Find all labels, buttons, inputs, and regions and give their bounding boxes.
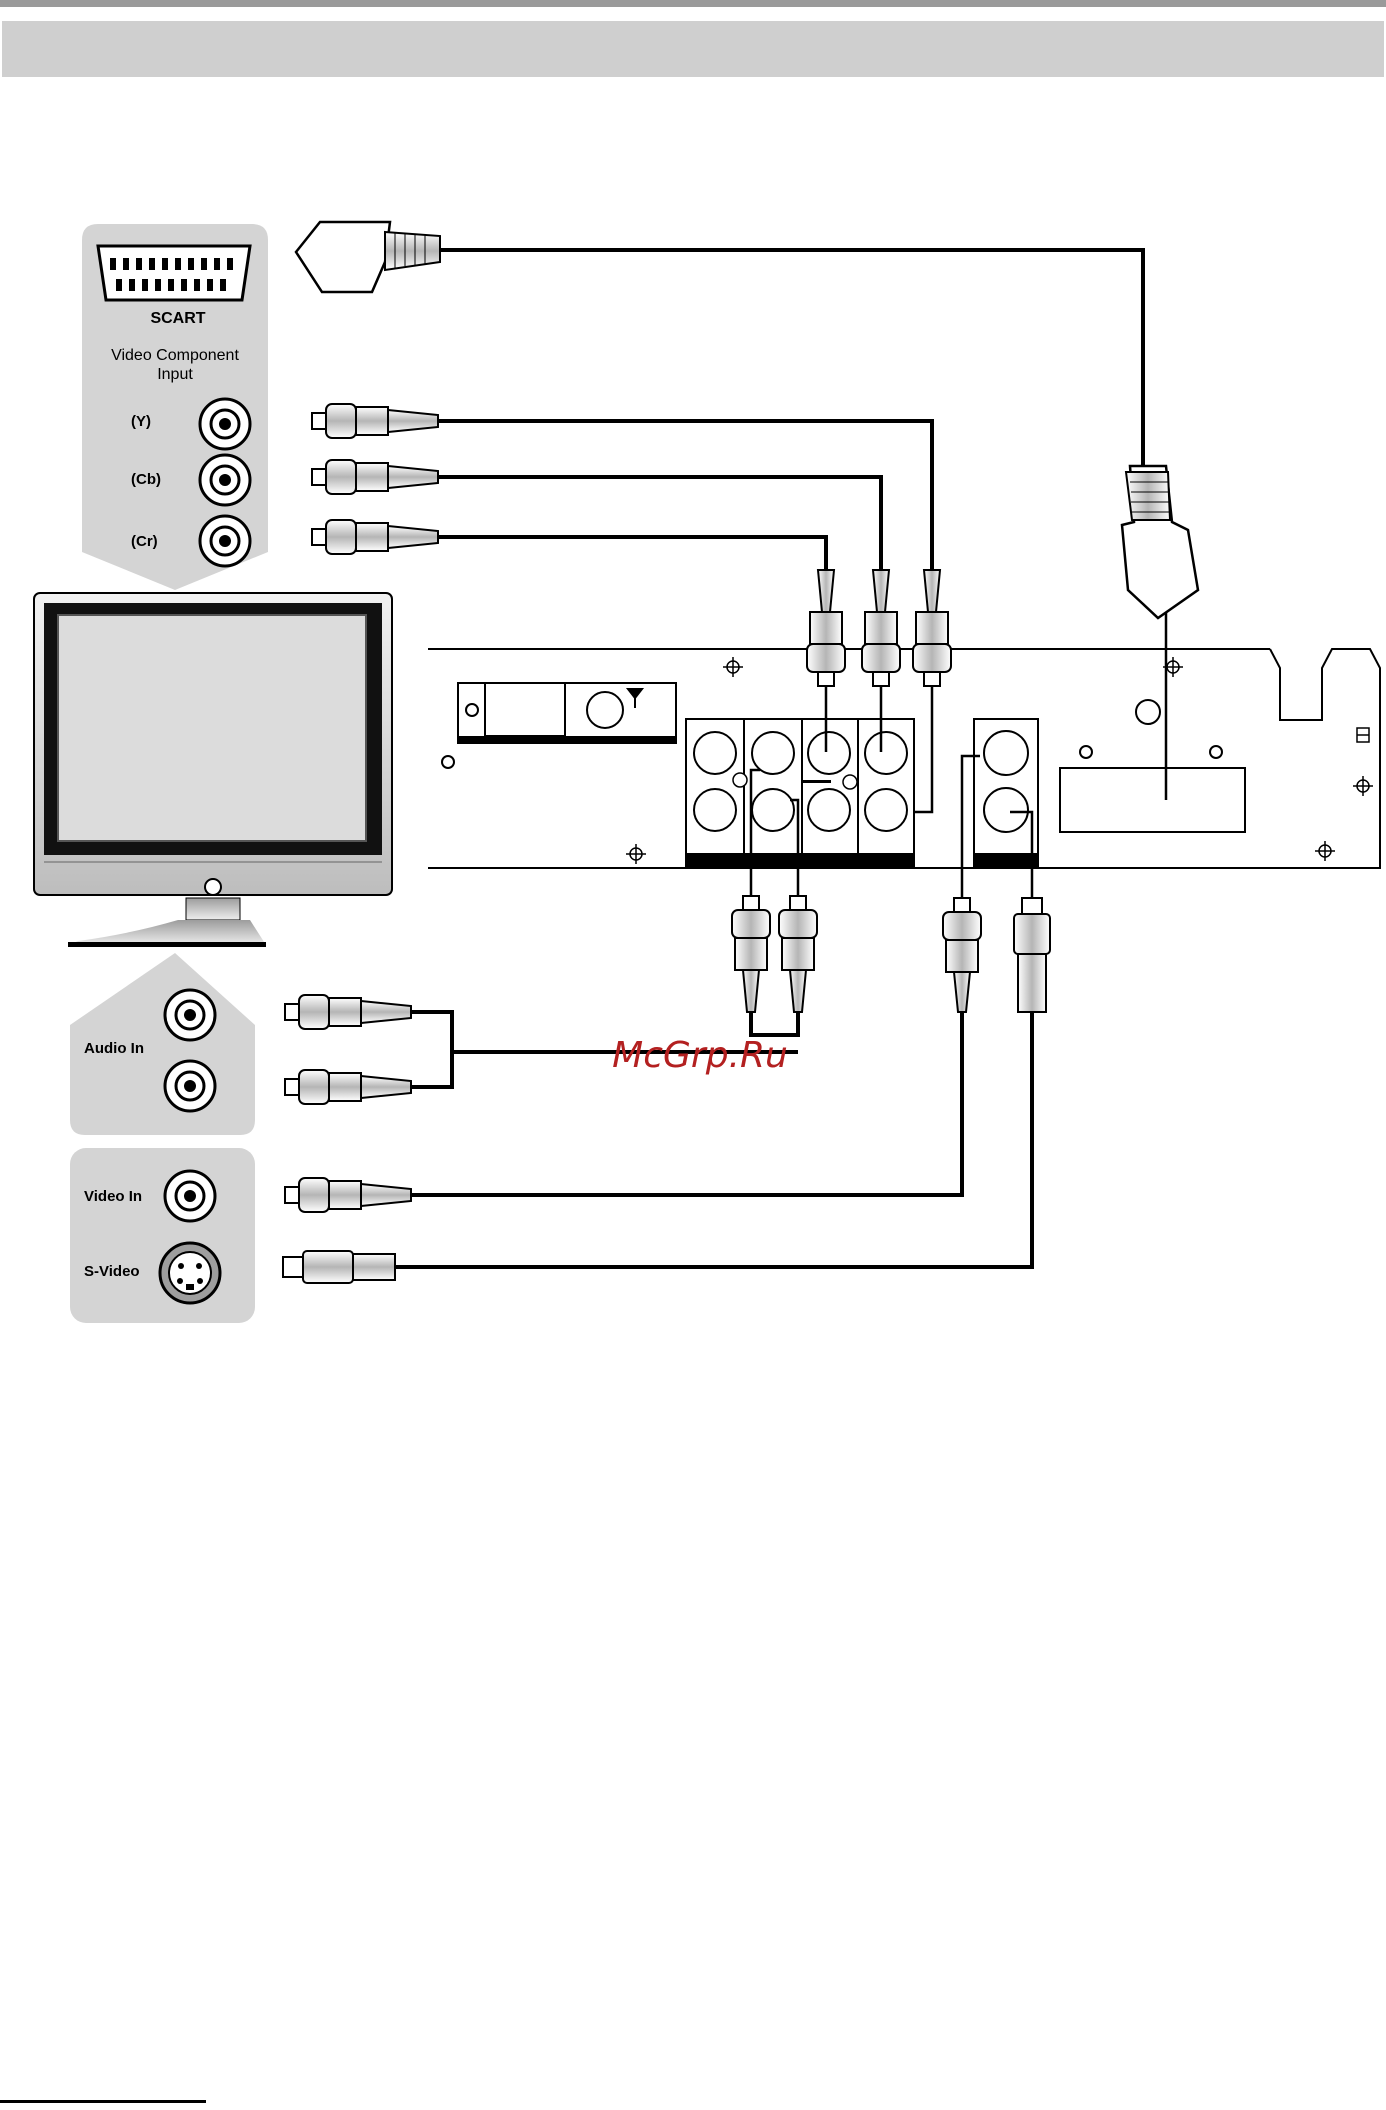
video-in-label: Video In — [84, 1188, 142, 1205]
component-output-block — [802, 719, 914, 867]
scart-plug-tv — [296, 222, 440, 292]
tv-scart-socket — [98, 246, 250, 300]
plug-cb-player — [862, 570, 900, 686]
plug-audio-r-player — [779, 896, 817, 1012]
scart-pin — [201, 258, 207, 270]
watermark: McGrp.Ru — [612, 1035, 788, 1076]
tv-component-input-panel: SCART Video Component Input (Y) (Cb) (Cr… — [82, 224, 268, 590]
plug-y-tv — [312, 404, 438, 438]
plug-cr-tv — [312, 520, 438, 554]
s-video-label: S-Video — [84, 1263, 140, 1280]
cb-jack — [200, 455, 250, 505]
video-in-jack — [165, 1171, 215, 1221]
scart-pin — [149, 258, 155, 270]
plug-audio-l-player — [732, 896, 770, 1012]
s-video-jack — [160, 1243, 220, 1303]
component-title-line2: Input — [157, 366, 193, 383]
scart-pin — [129, 279, 135, 291]
plug-y-player — [913, 570, 951, 686]
scart-pin — [155, 279, 161, 291]
plug-s-video-tv — [283, 1251, 395, 1283]
plug-cr-player — [807, 570, 845, 686]
y-label: (Y) — [131, 413, 151, 430]
plug-audio-right-tv — [285, 1070, 411, 1104]
cb-cable — [435, 477, 881, 570]
scart-pin — [136, 258, 142, 270]
y-cable — [435, 421, 932, 570]
plug-video-player — [943, 898, 981, 1012]
scart-pin — [188, 258, 194, 270]
video-output-block — [974, 719, 1038, 867]
cb-label: (Cb) — [131, 471, 161, 488]
audio-in-jack-left — [165, 990, 215, 1040]
audio-output-block — [686, 719, 802, 867]
scart-pin — [214, 258, 220, 270]
scart-pin — [168, 279, 174, 291]
footnote-rule — [0, 2100, 206, 2103]
tv-illustration — [34, 593, 392, 947]
scart-pin — [162, 258, 168, 270]
scart-pin — [175, 258, 181, 270]
player-rear-panel — [428, 649, 1380, 868]
mount-crosshair-5 — [1353, 776, 1373, 796]
mount-crosshair-3 — [626, 844, 646, 864]
cr-jack — [200, 516, 250, 566]
scart-cable — [435, 250, 1143, 468]
scart-pin — [220, 279, 226, 291]
audio-plugs-join — [751, 1010, 798, 1035]
scart-pin — [207, 279, 213, 291]
tv-power-icon — [205, 879, 221, 895]
y-jack — [200, 399, 250, 449]
plug-video-tv — [285, 1178, 411, 1212]
scart-label: SCART — [150, 310, 205, 327]
scart-pin — [142, 279, 148, 291]
plug-audio-left-tv — [285, 995, 411, 1029]
audio-in-jack-right — [165, 1061, 215, 1111]
header-band — [2, 21, 1384, 77]
scart-pin — [181, 279, 187, 291]
player-scart-socket — [1060, 700, 1245, 832]
scart-pin — [227, 258, 233, 270]
component-y-inner — [915, 665, 932, 812]
plug-cb-tv — [312, 460, 438, 494]
audio-in-label: Audio In — [84, 1040, 144, 1057]
scart-pin — [123, 258, 129, 270]
audio-cable-right — [409, 1052, 452, 1087]
tv-audio-input-panel: Audio In — [70, 953, 255, 1135]
mount-crosshair-1 — [723, 657, 743, 677]
scart-pin — [194, 279, 200, 291]
rf-antenna-block — [458, 683, 676, 744]
cr-cable — [435, 537, 826, 570]
top-rule — [0, 0, 1386, 7]
scart-plug-player — [1122, 466, 1198, 618]
scart-pin — [110, 258, 116, 270]
plug-s-video-player — [1014, 898, 1050, 1012]
cr-label: (Cr) — [131, 533, 158, 550]
tv-video-input-panel: Video In S-Video — [70, 1148, 255, 1323]
panel-indicator — [1357, 728, 1369, 742]
mount-crosshair-4 — [1315, 841, 1335, 861]
scart-pin — [116, 279, 122, 291]
component-title-line1: Video Component — [111, 347, 239, 364]
